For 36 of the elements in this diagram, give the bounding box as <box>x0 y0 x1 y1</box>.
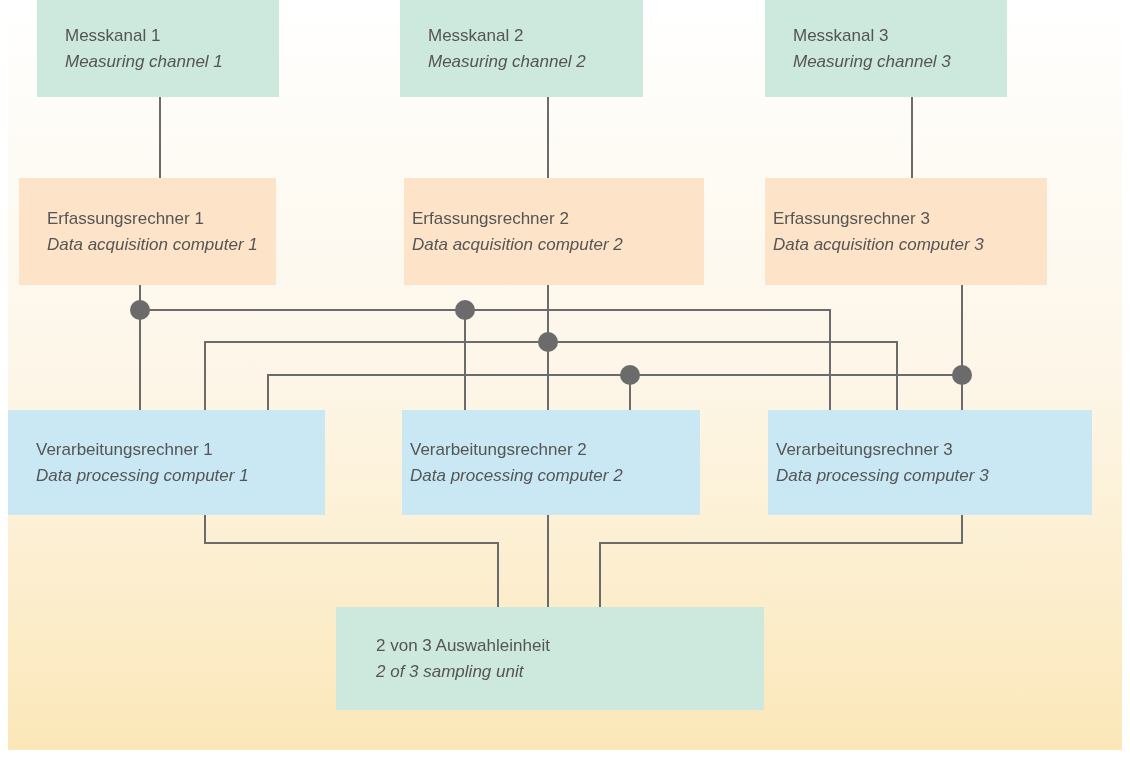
box-subtitle: Data acquisition computer 3 <box>773 233 985 256</box>
box-title: Verarbeitungsrechner 2 <box>410 438 588 461</box>
box-title: Messkanal 2 <box>428 24 525 47</box>
process-box <box>37 0 279 97</box>
box-subtitle: Data processing computer 1 <box>36 464 250 487</box>
connector-line <box>547 96 549 179</box>
box-title: Messkanal 3 <box>793 24 890 47</box>
box-subtitle: Data processing computer 2 <box>410 464 624 487</box>
box-subtitle: Measuring channel 2 <box>428 50 587 73</box>
process-box <box>765 178 1047 285</box>
box-title: Verarbeitungsrechner 3 <box>776 438 954 461</box>
process-box <box>19 178 276 285</box>
box-title: 2 von 3 Auswahleinheit <box>376 634 551 657</box>
process-box <box>404 178 704 285</box>
box-subtitle: 2 of 3 sampling unit <box>376 660 525 683</box>
connector-line <box>911 96 913 179</box>
box-subtitle: Data acquisition computer 2 <box>412 233 624 256</box>
process-box <box>768 410 1092 515</box>
box-subtitle: Data processing computer 3 <box>776 464 990 487</box>
process-box <box>8 410 325 515</box>
connector-line <box>547 514 549 608</box>
process-box <box>402 410 700 515</box>
connector-line <box>204 514 499 608</box>
connector-line <box>159 96 161 179</box>
process-box <box>400 0 643 97</box>
process-box <box>336 607 764 710</box>
connector-line <box>599 514 963 608</box>
box-subtitle: Measuring channel 1 <box>65 50 224 73</box>
box-title: Erfassungsrechner 1 <box>47 207 205 230</box>
box-title: Erfassungsrechner 3 <box>773 207 931 230</box>
box-subtitle: Measuring channel 3 <box>793 50 952 73</box>
box-title: Messkanal 1 <box>65 24 162 47</box>
process-box <box>765 0 1007 97</box>
box-title: Erfassungsrechner 2 <box>412 207 570 230</box>
box-title: Verarbeitungsrechner 1 <box>36 438 214 461</box>
box-subtitle: Data acquisition computer 1 <box>47 233 259 256</box>
